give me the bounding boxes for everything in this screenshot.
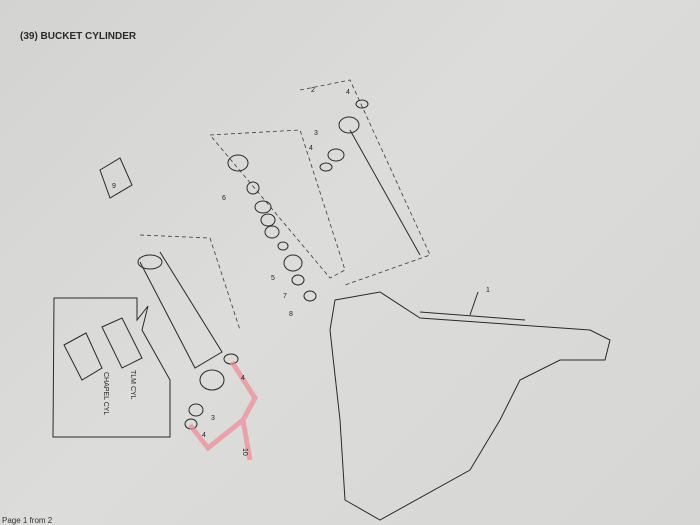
callout-2: 2 bbox=[311, 87, 315, 94]
chapel-cyl-label: CHAPEL CYL bbox=[102, 372, 109, 415]
seal-ring bbox=[319, 162, 333, 172]
piston bbox=[283, 254, 303, 272]
callout-4: 4 bbox=[346, 89, 350, 96]
o-ring bbox=[264, 225, 280, 239]
seal bbox=[277, 241, 289, 251]
barrel-outline bbox=[139, 234, 241, 331]
rod-outline bbox=[299, 79, 431, 286]
barrel-end bbox=[137, 254, 163, 270]
nut bbox=[303, 290, 317, 302]
callout-3: 3 bbox=[211, 415, 215, 422]
bushing bbox=[327, 148, 345, 162]
tlm-cyl-label: TLM CYL bbox=[129, 370, 136, 400]
snap-ring bbox=[254, 200, 272, 214]
callout-8: 8 bbox=[289, 311, 293, 318]
callout-7: 7 bbox=[283, 293, 287, 300]
barrel-eye bbox=[199, 369, 225, 391]
seal bbox=[291, 274, 305, 286]
seal-kit-outline bbox=[209, 129, 346, 279]
page-title: (39) BUCKET CYLINDER bbox=[20, 31, 137, 42]
piston-rod bbox=[349, 129, 421, 256]
callout-4: 4 bbox=[241, 375, 245, 382]
callout-1: 1 bbox=[486, 287, 490, 294]
callout-4: 4 bbox=[202, 432, 206, 439]
seal-ring bbox=[355, 99, 369, 109]
gland-nut bbox=[227, 154, 249, 172]
callout-6: 6 bbox=[222, 195, 226, 202]
o-ring bbox=[260, 213, 276, 227]
bush bbox=[246, 181, 260, 195]
wedge-part bbox=[99, 157, 133, 199]
callout-9: 9 bbox=[112, 183, 116, 190]
callout-5: 5 bbox=[271, 275, 275, 282]
cylinder-barrel bbox=[139, 251, 223, 369]
leader-1 bbox=[469, 291, 479, 316]
highlight-leader bbox=[188, 360, 258, 461]
chapel-cyl-drawing bbox=[63, 332, 103, 381]
inset-box bbox=[52, 297, 171, 438]
bucket-cylinder-assembly bbox=[419, 311, 526, 321]
tlm-cyl-drawing bbox=[101, 317, 143, 369]
callout-4: 4 bbox=[309, 145, 313, 152]
rod-eye bbox=[338, 116, 360, 134]
callout-3: 3 bbox=[314, 130, 318, 137]
page-footer: Page 1 from 2 bbox=[2, 516, 53, 525]
excavator-arm bbox=[329, 291, 611, 521]
callout-10: 10 bbox=[241, 448, 248, 456]
bushing bbox=[188, 403, 204, 417]
seal-ring bbox=[223, 353, 239, 365]
